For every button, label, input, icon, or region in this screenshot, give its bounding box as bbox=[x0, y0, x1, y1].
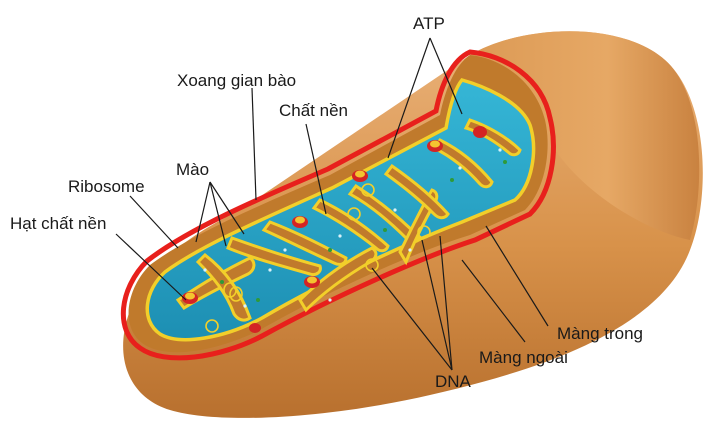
dna-ring bbox=[417, 225, 431, 239]
label-cristae: Mào bbox=[176, 160, 210, 179]
dna-rings bbox=[205, 183, 431, 333]
crista-9 bbox=[383, 163, 450, 220]
dna-ring bbox=[365, 258, 379, 272]
leader-matrix bbox=[305, 123, 327, 215]
label-atp: ATP bbox=[413, 14, 445, 33]
leader-inner bbox=[485, 225, 549, 327]
leader-ribosome bbox=[129, 195, 179, 249]
leader-dna-2 bbox=[421, 239, 453, 371]
granule bbox=[295, 216, 305, 224]
leader-granule bbox=[115, 233, 187, 301]
dna-ring bbox=[361, 183, 375, 197]
leader-dna-1 bbox=[371, 267, 453, 371]
granule bbox=[430, 140, 440, 148]
granule bbox=[473, 126, 487, 138]
granule bbox=[185, 292, 195, 300]
granule bbox=[249, 323, 261, 333]
label-intermembrane-space: Xoang gian bào bbox=[177, 71, 297, 90]
leader-cristae-2 bbox=[209, 181, 227, 247]
leader-cristae-1 bbox=[195, 181, 211, 243]
crista-3 bbox=[226, 236, 322, 276]
cristae-folds bbox=[175, 118, 522, 322]
leader-lines bbox=[115, 37, 549, 371]
leader-atp-1 bbox=[387, 37, 431, 159]
outer-membrane-rim bbox=[120, 49, 556, 361]
matrix-dots bbox=[203, 148, 502, 308]
label-ribosome: Ribosome bbox=[68, 177, 145, 196]
crista-5 bbox=[298, 246, 378, 313]
crista-10 bbox=[431, 138, 494, 189]
label-matrix-granule: Hạt chất nền bbox=[10, 214, 107, 233]
dna-ring bbox=[229, 286, 243, 302]
green-dots bbox=[220, 160, 507, 302]
leader-dna-3 bbox=[439, 235, 453, 371]
leader-intermembrane bbox=[251, 87, 257, 201]
leader-atp-2 bbox=[429, 37, 463, 115]
granule bbox=[307, 276, 317, 284]
leader-cristae-3 bbox=[209, 181, 245, 235]
outer-shell-end bbox=[470, 31, 700, 240]
dna-ring bbox=[347, 207, 361, 221]
label-matrix: Chất nền bbox=[279, 101, 348, 120]
granules bbox=[182, 126, 487, 333]
dna-ring bbox=[205, 319, 219, 333]
label-outer-membrane: Màng ngoài bbox=[479, 348, 568, 367]
leader-outer bbox=[461, 259, 526, 343]
granule bbox=[355, 170, 365, 178]
label-inner-membrane: Màng trong bbox=[557, 324, 643, 343]
label-dna: DNA bbox=[435, 372, 471, 391]
